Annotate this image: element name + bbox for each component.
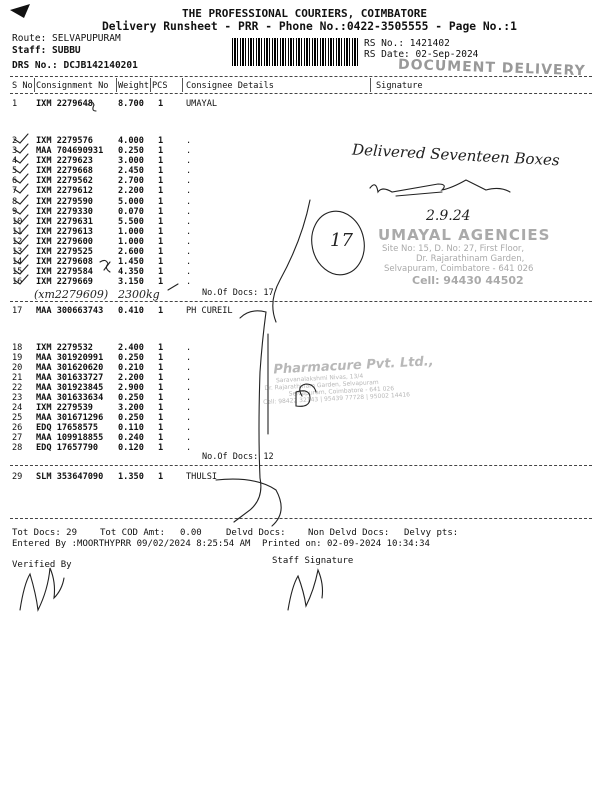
route: Route: SELVAPUPURAM bbox=[12, 33, 121, 44]
entered-by: Entered By :MOORTHYPRR 09/02/2024 8:25:5… bbox=[12, 539, 251, 549]
delivered-docs: Delvd Docs: bbox=[226, 528, 286, 538]
col-consignee: Consignee Details bbox=[186, 81, 274, 91]
handwritten-date: 2.9.24 bbox=[426, 208, 471, 224]
handwritten-extra-consignment: (xm2279609) bbox=[34, 288, 109, 301]
runsheet-subtitle: Delivery Runsheet - PRR - Phone No.:0422… bbox=[102, 20, 517, 33]
col-sno: S No bbox=[12, 81, 33, 91]
umayal-stamp-line2: Dr. Rajarathinam Garden, bbox=[416, 254, 525, 264]
col-divider bbox=[182, 78, 183, 92]
col-consignment: Consignment No bbox=[36, 81, 109, 91]
col-weight: Weight bbox=[118, 81, 150, 91]
umayal-stamp: UMAYAL AGENCIES Site No: 15, D. No: 27, … bbox=[378, 226, 588, 287]
col-signature: Signature bbox=[376, 81, 423, 91]
non-delivered-docs: Non Delvd Docs: bbox=[308, 528, 390, 538]
umayal-stamp-line3: Selvapuram, Coimbatore - 641 026 bbox=[384, 264, 534, 274]
col-divider bbox=[34, 78, 35, 92]
group1-doc-count: No.Of Docs: 17 bbox=[202, 288, 274, 298]
printed-on: Printed on: 02-09-2024 10:34:34 bbox=[262, 539, 430, 549]
verified-by-label: Verified By bbox=[12, 560, 72, 570]
umayal-stamp-name: UMAYAL AGENCIES bbox=[378, 226, 551, 244]
staff-signature-label: Staff Signature bbox=[272, 556, 354, 566]
barcode bbox=[232, 38, 358, 66]
col-divider bbox=[116, 78, 117, 92]
delivery-points: Delvy pts: bbox=[404, 528, 459, 538]
total-cod-label: Tot COD Amt: bbox=[100, 528, 166, 538]
col-pcs: PCS bbox=[152, 81, 168, 91]
handwritten-extra-weight: 2300kg bbox=[118, 288, 160, 301]
total-docs: Tot Docs: 29 bbox=[12, 528, 78, 538]
staff: Staff: SUBBU bbox=[12, 45, 81, 56]
umayal-stamp-cell: Cell: 94430 44502 bbox=[412, 274, 524, 287]
col-divider bbox=[150, 78, 151, 92]
handwritten-circled-count: 17 bbox=[330, 230, 353, 251]
rs-date: RS Date: 02-Sep-2024 bbox=[364, 49, 479, 60]
company-title: THE PROFESSIONAL COURIERS, COIMBATORE bbox=[182, 7, 428, 20]
col-divider bbox=[370, 78, 371, 92]
umayal-stamp-line1: Site No: 15, D. No: 27, First Floor, bbox=[382, 244, 525, 254]
rs-number: RS No.: 1421402 bbox=[364, 38, 450, 49]
corner-arrow-icon bbox=[10, 4, 30, 18]
drs-number: DRS No.: DCJB142140201 bbox=[12, 60, 138, 71]
total-cod-amount: 0.00 bbox=[180, 528, 202, 538]
group2-doc-count: No.Of Docs: 12 bbox=[202, 452, 274, 462]
